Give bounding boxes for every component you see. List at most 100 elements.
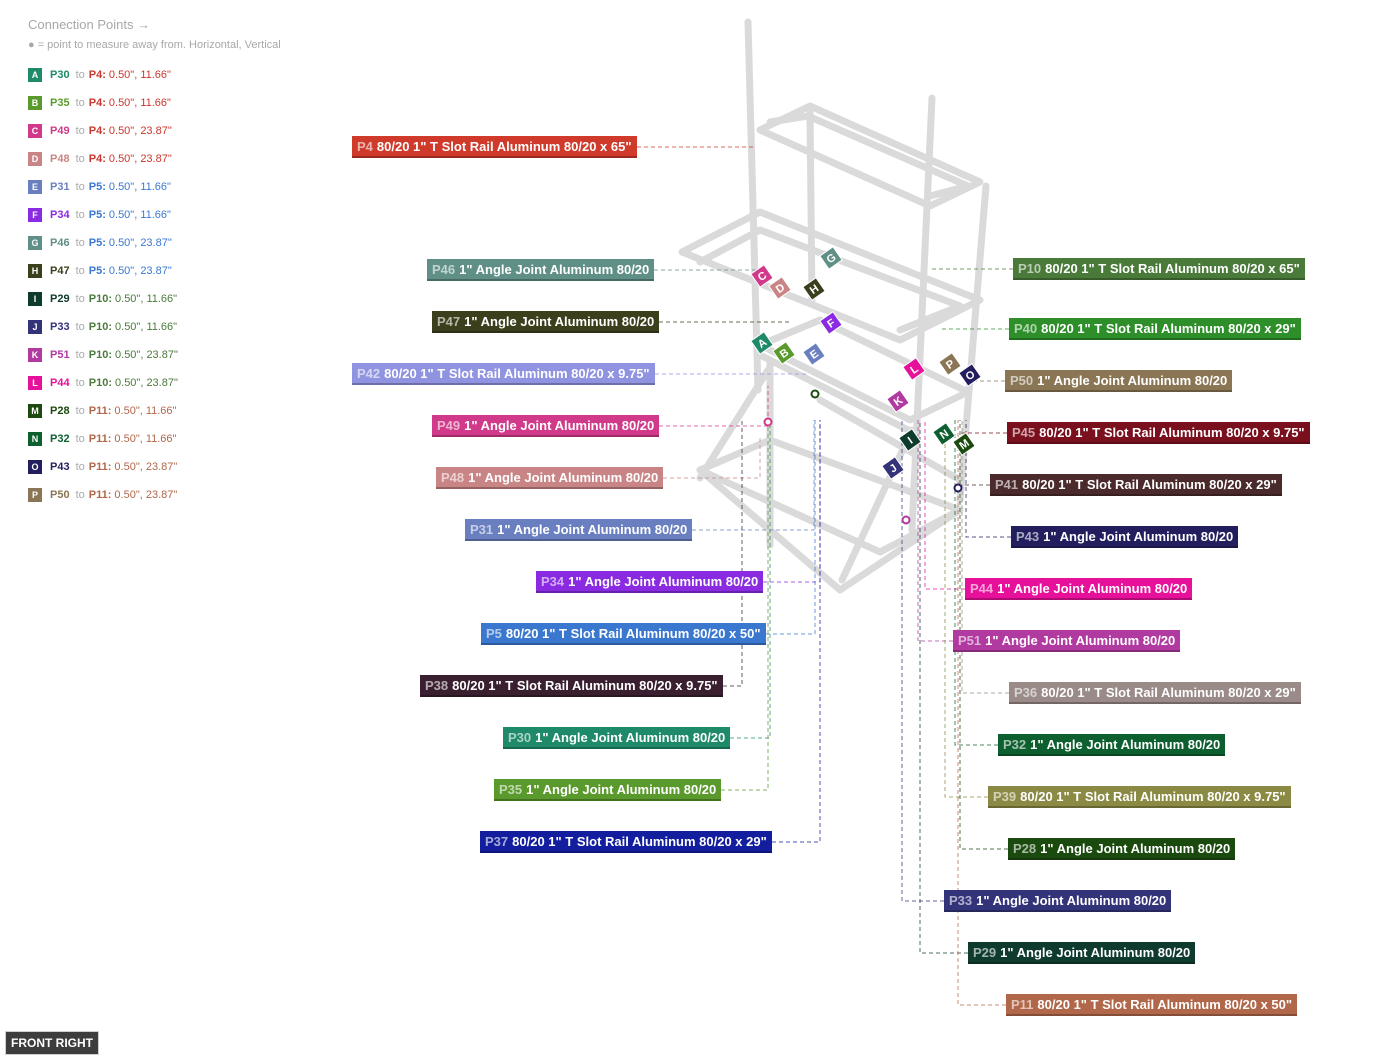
connection-to-word: to	[75, 405, 85, 417]
leader-line-p32	[954, 420, 998, 746]
connector-tag-e: E	[802, 342, 826, 366]
connection-offset-value: 0.50", 11.66"	[108, 209, 171, 221]
part-description: 1" Angle Joint Aluminum 80/20	[497, 522, 688, 537]
part-description: 1" Angle Joint Aluminum 80/20	[459, 262, 650, 277]
leader-line-p37	[772, 420, 821, 843]
part-id: P28	[1013, 841, 1037, 856]
connection-to-part: P4:	[88, 69, 106, 81]
connection-from-part: P31	[50, 181, 70, 193]
connection-letter-badge: G	[28, 236, 42, 250]
connector-tag-i: I	[898, 428, 922, 452]
connection-letter-badge: B	[28, 96, 42, 110]
part-description: 80/20 1" T Slot Rail Aluminum 80/20 x 50…	[1037, 997, 1293, 1012]
connection-from-part: P44	[50, 377, 70, 389]
leader-lines	[637, 146, 1013, 1006]
connection-from-part: P50	[50, 489, 70, 501]
part-id: P36	[1014, 685, 1038, 700]
connection-letter-badge: H	[28, 264, 42, 278]
part-id: P5	[486, 626, 502, 641]
connection-to-word: to	[75, 237, 85, 249]
leader-line-p31	[692, 420, 815, 531]
connection-from-part: P49	[50, 125, 70, 137]
measure-points	[763, 389, 963, 525]
connection-to-part: P11:	[88, 461, 112, 473]
connection-to-part: P11:	[88, 405, 112, 417]
connection-from-part: P28	[50, 405, 70, 417]
connector-tag-d: D	[768, 276, 792, 300]
connection-to-word: to	[75, 125, 85, 137]
connection-to-word: to	[75, 321, 85, 333]
connection-to-word: to	[75, 69, 85, 81]
connection-offset-value: 0.50", 23.87"	[114, 461, 178, 473]
measure-point-p5	[810, 389, 820, 399]
part-description: 1" Angle Joint Aluminum 80/20	[976, 893, 1167, 908]
part-id: P47	[437, 314, 461, 329]
connection-from-part: P43	[50, 461, 70, 473]
connection-letter-badge: M	[28, 404, 42, 418]
part-id: P31	[470, 522, 494, 537]
part-id: P44	[970, 581, 994, 596]
connection-from-part: P30	[50, 69, 70, 81]
connection-letter-badge: O	[28, 460, 42, 474]
part-id: P50	[1010, 373, 1034, 388]
part-description: 80/20 1" T Slot Rail Aluminum 80/20 x 29…	[1041, 685, 1296, 700]
part-id: P43	[1016, 529, 1040, 544]
view-name-badge[interactable]: FRONT RIGHT	[5, 1031, 99, 1055]
connection-to-part: P4:	[88, 153, 106, 165]
part-description: 80/20 1" T Slot Rail Aluminum 80/20 x 9.…	[1020, 789, 1286, 804]
part-description: 1" Angle Joint Aluminum 80/20	[997, 581, 1188, 596]
rail-rear-left-post	[744, 18, 762, 394]
part-id: P30	[508, 730, 532, 745]
part-description: 80/20 1" T Slot Rail Aluminum 80/20 x 29…	[1022, 477, 1277, 492]
connection-to-part: P5:	[88, 181, 106, 193]
part-description: 1" Angle Joint Aluminum 80/20	[1000, 945, 1191, 960]
part-description: 80/20 1" T Slot Rail Aluminum 80/20 x 9.…	[1039, 425, 1305, 440]
leader-line-p28	[959, 420, 1008, 850]
